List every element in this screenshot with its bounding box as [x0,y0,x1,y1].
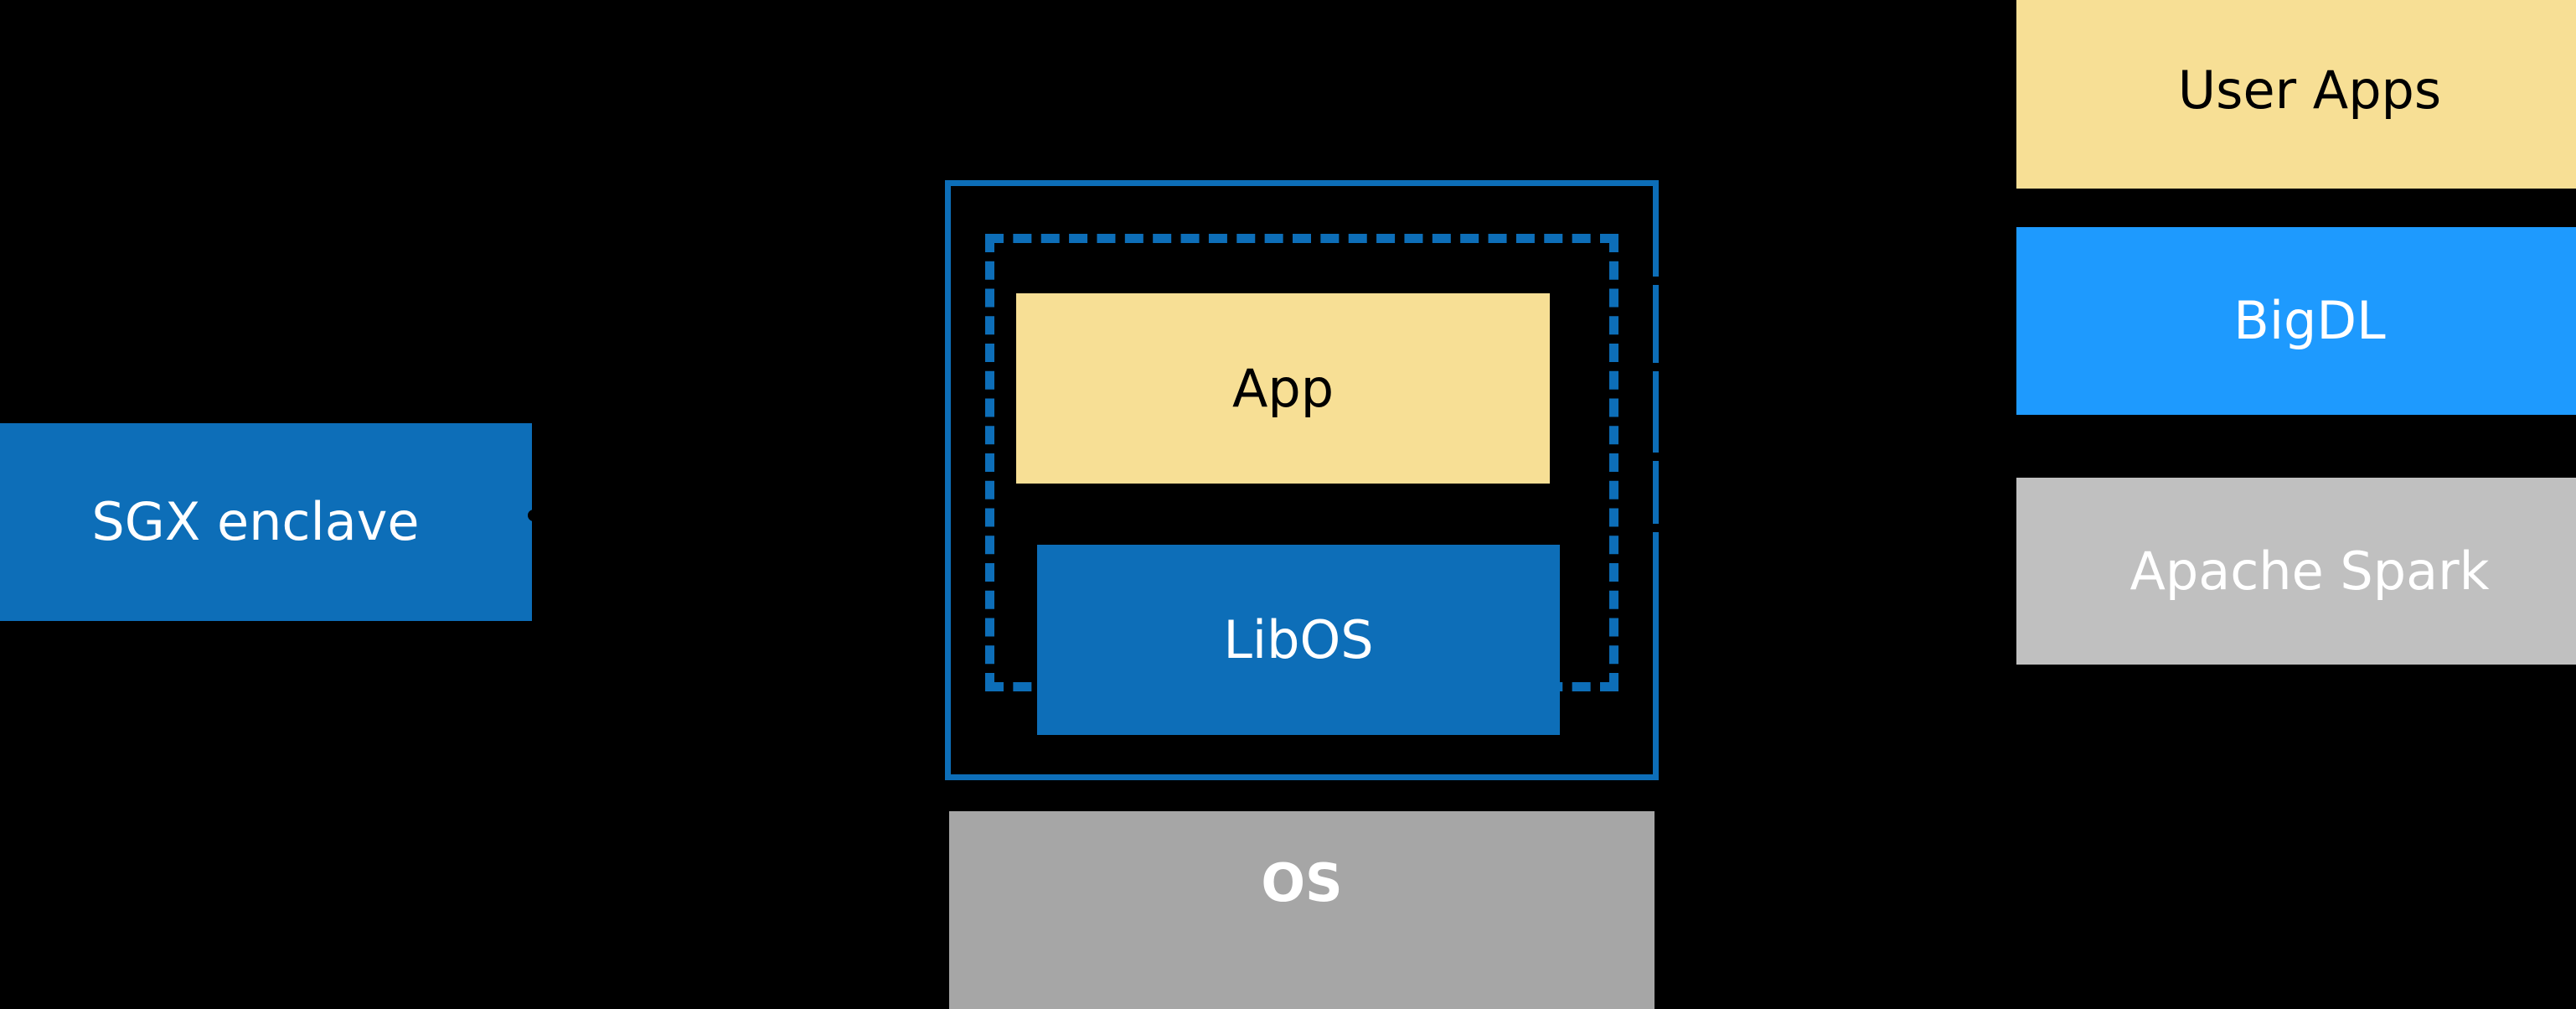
libos-box: LibOS [1037,545,1560,735]
os-box: OS [949,811,1655,1009]
enclave-frame-nick-icon [1647,453,1659,461]
enclave-frame-nick-icon [1647,277,1659,285]
sgx-enclave-box: SGX enclave [0,423,532,621]
sgx-connector-nub-icon [528,510,539,521]
apache-spark-label: Apache Spark [2129,540,2490,602]
os-label: OS [1261,852,1343,913]
enclave-outer-frame [945,180,1659,780]
enclave-frame-nick-icon [1647,363,1659,371]
bigdl-label: BigDL [2233,290,2386,351]
app-label: App [1231,357,1334,419]
user-apps-box: User Apps [2016,0,2576,189]
user-apps-label: User Apps [2177,59,2442,121]
libos-label: LibOS [1223,608,1374,670]
enclave-frame-nick-icon [1647,524,1659,532]
apache-spark-box: Apache Spark [2016,478,2576,665]
sgx-enclave-label: SGX enclave [91,491,420,552]
app-box: App [1016,293,1550,484]
bigdl-box: BigDL [2016,227,2576,415]
